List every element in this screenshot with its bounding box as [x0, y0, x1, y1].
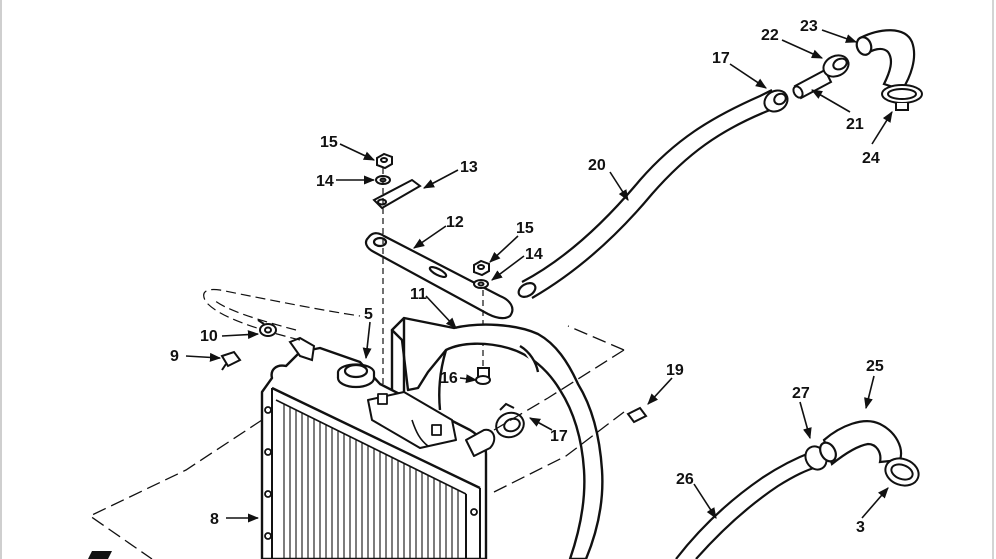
hose-clamp-3 [884, 457, 920, 487]
callout-22: 22 [761, 27, 779, 44]
callout-27: 27 [792, 385, 810, 402]
upper-hose [517, 89, 783, 299]
callout-8: 8 [210, 511, 219, 528]
callout-15-lower: 15 [516, 220, 534, 237]
callout-21: 21 [846, 116, 864, 133]
callout-13: 13 [460, 159, 478, 176]
bracket-12 [364, 232, 514, 320]
callout-14-lower: 14 [525, 246, 543, 263]
corner-block [88, 551, 112, 559]
leader-arrows [185, 29, 893, 523]
screw-16 [475, 367, 491, 385]
callout-24: 24 [862, 150, 880, 167]
callout-11: 11 [410, 286, 427, 303]
callout-9: 9 [170, 348, 179, 365]
phantom-outline-lines [88, 325, 625, 559]
lower-hose-26 [675, 450, 821, 559]
callout-25: 25 [866, 358, 884, 375]
overflow-fitting [288, 336, 316, 362]
elbow-hose-23 [855, 29, 916, 92]
hose-clamp-17-lower [495, 402, 525, 439]
nut-15-lower [473, 259, 490, 277]
callout-26: 26 [676, 471, 694, 488]
overflow-tube-phantom [203, 288, 361, 341]
nut-15-upper [376, 152, 393, 170]
callout-10: 10 [200, 328, 218, 345]
callout-17-lower: 17 [550, 428, 568, 445]
radiator-cap-5 [336, 363, 376, 389]
radiator [260, 346, 496, 559]
callout-labels: 23 22 17 21 24 20 15 13 14 12 15 14 11 5… [170, 18, 884, 536]
washer-14-lower [473, 279, 489, 289]
callout-5: 5 [364, 306, 373, 323]
screw-19 [626, 406, 648, 424]
callout-14-upper: 14 [316, 173, 334, 190]
callout-19: 19 [666, 362, 684, 379]
callout-12: 12 [446, 214, 464, 231]
callout-15-upper: 15 [320, 134, 338, 151]
hose-clamp-17-upper [763, 89, 789, 113]
hose-clamp-24 [881, 84, 923, 111]
connector-tube-21 [792, 68, 833, 100]
strap-13 [372, 178, 422, 210]
hose-clamp-22 [822, 54, 850, 78]
elbow-hose-25 [819, 420, 903, 466]
screw-9 [220, 350, 242, 371]
callout-16: 16 [440, 370, 458, 387]
callout-3: 3 [856, 519, 865, 536]
callout-20: 20 [588, 157, 606, 174]
callout-23: 23 [800, 18, 818, 35]
callout-17-upper: 17 [712, 50, 730, 67]
page-border-right [992, 0, 994, 559]
drain-cock-10 [257, 319, 277, 337]
page-border-left [0, 0, 2, 559]
